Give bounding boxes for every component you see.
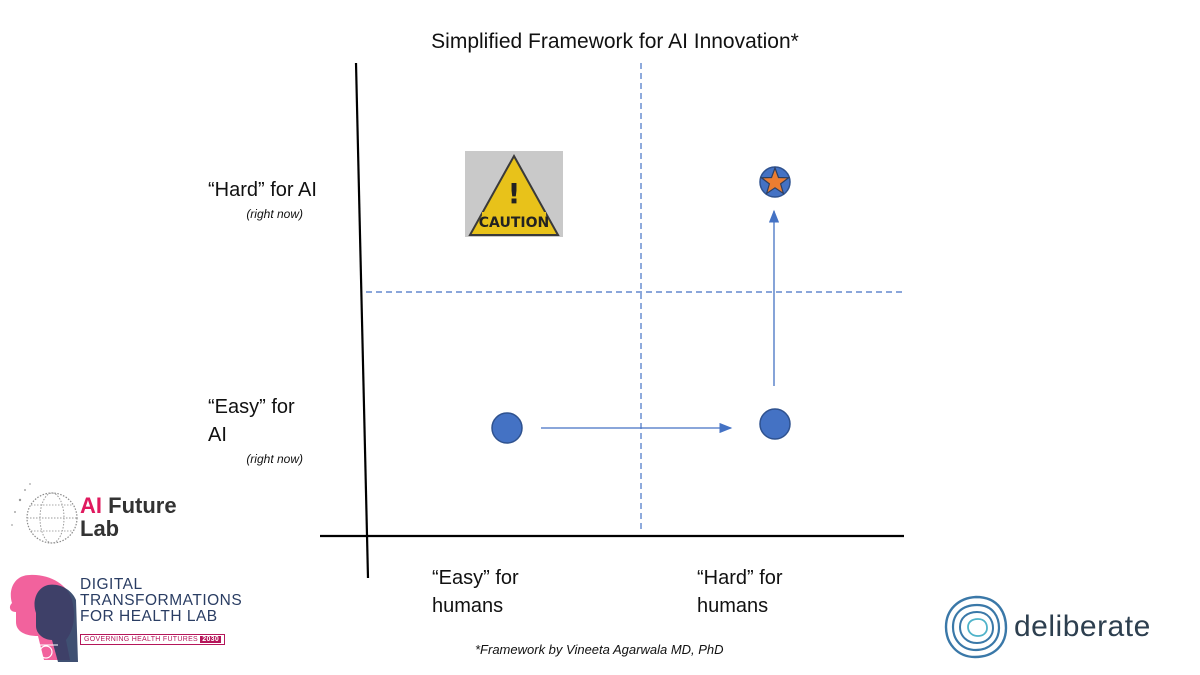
- ai-lab-word1: Future: [108, 493, 177, 518]
- dth-sub-year: 2030: [200, 636, 222, 643]
- y-label-easy-text: “Easy” for AI: [208, 396, 295, 446]
- easy-easy-marker: [491, 412, 523, 444]
- y-label-easy-note: (right now): [246, 452, 303, 466]
- x-label-easy: “Easy” for humans: [432, 567, 519, 617]
- dth-lab-subtitle: GOVERNING HEALTH FUTURES 2030: [80, 634, 226, 645]
- diagram-title: Simplified Framework for AI Innovation*: [431, 30, 799, 53]
- hard-easy-marker: [759, 408, 791, 440]
- ai-lab-accent: AI: [80, 493, 102, 518]
- y-axis: [354, 62, 370, 579]
- caution-text: CAUTION: [479, 215, 549, 231]
- ai-lab-word2: Lab: [80, 516, 120, 541]
- dth-line-2: TRANSFORMATIONS: [80, 592, 243, 609]
- ai-lab-globe-icon: [11, 483, 78, 544]
- deliberate-spiral-icon: [944, 595, 1008, 659]
- dth-lab-logo: DIGITAL TRANSFORMATIONS FOR HEALTH LAB: [80, 577, 242, 625]
- caution-exclaim: !: [508, 177, 521, 210]
- dth-line-1: DIGITAL: [80, 576, 143, 593]
- dth-line-3: FOR HEALTH LAB: [80, 608, 218, 625]
- star-icon: [759, 166, 791, 195]
- caution-sign-icon: ! CAUTION: [465, 151, 563, 237]
- y-label-hard: “Hard” for AI (right now): [208, 176, 318, 222]
- deliberate-logo-text: deliberate: [1014, 610, 1151, 643]
- y-label-hard-note: (right now): [246, 207, 303, 221]
- y-label-hard-text: “Hard” for AI: [208, 179, 317, 201]
- ai-future-lab-logo: AI Future Lab: [80, 494, 177, 540]
- footnote: *Framework by Vineeta Agarwala MD, PhD: [475, 642, 724, 657]
- dth-faces-icon: [9, 574, 78, 662]
- dth-sub-text: GOVERNING HEALTH FUTURES: [84, 636, 199, 643]
- x-label-hard: “Hard” for humans: [697, 567, 783, 617]
- star-marker: [759, 166, 791, 198]
- y-label-easy: “Easy” for AI (right now): [208, 393, 318, 467]
